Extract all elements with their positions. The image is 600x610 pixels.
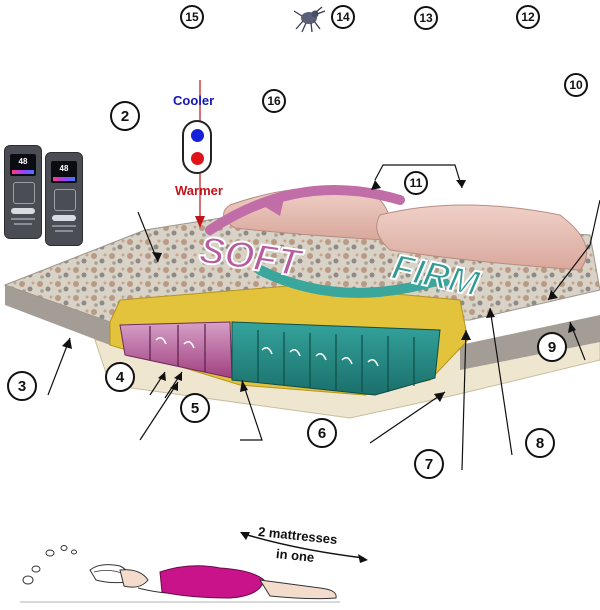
callout-11: 11 <box>404 171 428 195</box>
callout-2: 2 <box>110 101 140 131</box>
remote-display: 48 <box>59 164 69 173</box>
callout-9: 9 <box>537 332 567 362</box>
banner-arrow <box>240 532 368 563</box>
callout-10: 10 <box>564 73 588 97</box>
callout-3: 3 <box>7 371 37 401</box>
cooler-label: Cooler <box>173 93 215 108</box>
callout-8: 8 <box>525 428 555 458</box>
callout-15: 15 <box>180 5 204 29</box>
callout-4: 4 <box>105 362 135 392</box>
remote-control-icon: 48 <box>4 145 42 239</box>
temperature-slider-icon <box>182 120 212 174</box>
warm-dot <box>191 152 204 165</box>
callout-6: 6 <box>307 418 337 448</box>
callout-16: 16 <box>262 89 286 113</box>
callout-5: 5 <box>180 393 210 423</box>
callout-7: 7 <box>414 449 444 479</box>
dust-mite-icon <box>293 6 326 33</box>
callout-14: 14 <box>331 5 355 29</box>
soft-label: SOFT <box>197 229 306 285</box>
sleeping-woman-illustration <box>20 545 340 603</box>
warmer-label: Warmer <box>175 183 223 198</box>
cool-dot <box>191 129 204 142</box>
remote-control-icon: 48 <box>45 152 83 246</box>
callout-12: 12 <box>516 5 540 29</box>
firm-label: FIRM <box>388 246 484 305</box>
callout-13: 13 <box>414 6 438 30</box>
remote-display: 48 <box>18 157 28 166</box>
